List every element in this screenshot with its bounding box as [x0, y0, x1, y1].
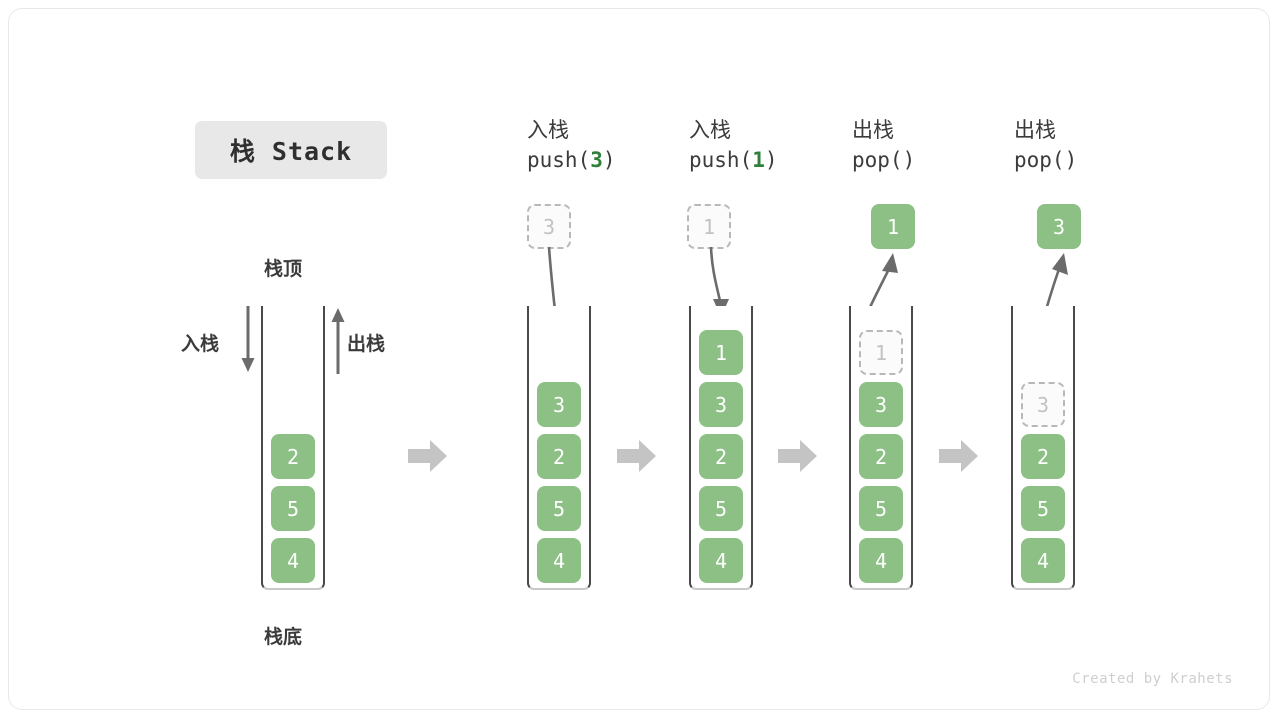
block-arrow-right-icon: [408, 440, 447, 472]
code-prefix: push(: [527, 147, 591, 172]
code-suffix: ): [902, 147, 916, 172]
code-arg: 1: [752, 147, 765, 172]
stack-cell: 4: [699, 538, 743, 583]
step-header: 出栈 pop(): [1014, 116, 1077, 176]
step-stack-cells: 3 2 5 4: [1011, 306, 1075, 590]
floating-value-box: 1: [687, 204, 731, 249]
stack-cell: 4: [859, 538, 903, 583]
step-header-code: pop(): [852, 146, 915, 176]
diagram-title-badge: 栈 Stack: [195, 121, 387, 179]
step-stack-cells: 1 3 2 5 4: [849, 306, 913, 590]
step-header-cn: 入栈: [689, 118, 731, 142]
stack-cell: 4: [537, 538, 581, 583]
stack-cell: 1: [699, 330, 743, 375]
stack-cell: 3: [537, 382, 581, 427]
stack-cell: 1: [859, 330, 903, 375]
step-header-code: push(3): [527, 146, 616, 176]
stack-top-label: 栈顶: [264, 258, 303, 280]
step-header-code: pop(): [1014, 146, 1077, 176]
stack-cell: 5: [271, 486, 315, 531]
code-prefix: pop(: [852, 147, 903, 172]
code-prefix: push(: [689, 147, 753, 172]
code-prefix: pop(: [1014, 147, 1065, 172]
step-stack-cells: 3 2 5 4: [527, 306, 591, 590]
code-suffix: ): [1064, 147, 1078, 172]
step-header-cn: 出栈: [1014, 118, 1056, 142]
step-header-code: push(1): [689, 146, 778, 176]
step-header-cn: 出栈: [852, 118, 894, 142]
credit-footer: Created by Krahets: [1072, 671, 1233, 687]
stack-cell: 2: [537, 434, 581, 479]
code-suffix: ): [764, 147, 778, 172]
stack-cell: 2: [271, 434, 315, 479]
stack-bottom-label: 栈底: [264, 626, 303, 648]
code-suffix: ): [602, 147, 616, 172]
stack-cell: 2: [699, 434, 743, 479]
floating-value-box: 3: [527, 204, 571, 249]
stack-cell: 5: [1021, 486, 1065, 531]
push-direction-label: 入栈: [181, 333, 220, 355]
stack-cell: 3: [859, 382, 903, 427]
step-header: 出栈 pop(): [852, 116, 915, 176]
block-arrow-right-icon: [778, 440, 817, 472]
arrow-up-icon: [331, 308, 345, 374]
step-stack-cells: 1 3 2 5 4: [689, 306, 753, 590]
block-arrow-right-icon: [939, 440, 978, 472]
stack-cell: 3: [699, 382, 743, 427]
stack-cell: 5: [537, 486, 581, 531]
block-arrow-right-icon: [617, 440, 656, 472]
code-arg: 3: [590, 147, 603, 172]
floating-value-box: 3: [1037, 204, 1081, 249]
main-stack-cells: 2 5 4: [261, 306, 325, 590]
stack-cell: 2: [1021, 434, 1065, 479]
arrow-down-icon: [241, 306, 255, 372]
stack-cell: 4: [1021, 538, 1065, 583]
stack-cell: 4: [271, 538, 315, 583]
step-header: 入栈 push(3): [527, 116, 616, 176]
pop-direction-label: 出栈: [347, 333, 386, 355]
diagram-canvas: 栈 Stack 栈顶 入栈 出栈 2 5 4 栈底: [8, 8, 1270, 710]
stack-cell: 5: [859, 486, 903, 531]
floating-value-box: 1: [871, 204, 915, 249]
stack-cell: 2: [859, 434, 903, 479]
step-header: 入栈 push(1): [689, 116, 778, 176]
stack-cell: 5: [699, 486, 743, 531]
step-header-cn: 入栈: [527, 118, 569, 142]
stack-cell: 3: [1021, 382, 1065, 427]
